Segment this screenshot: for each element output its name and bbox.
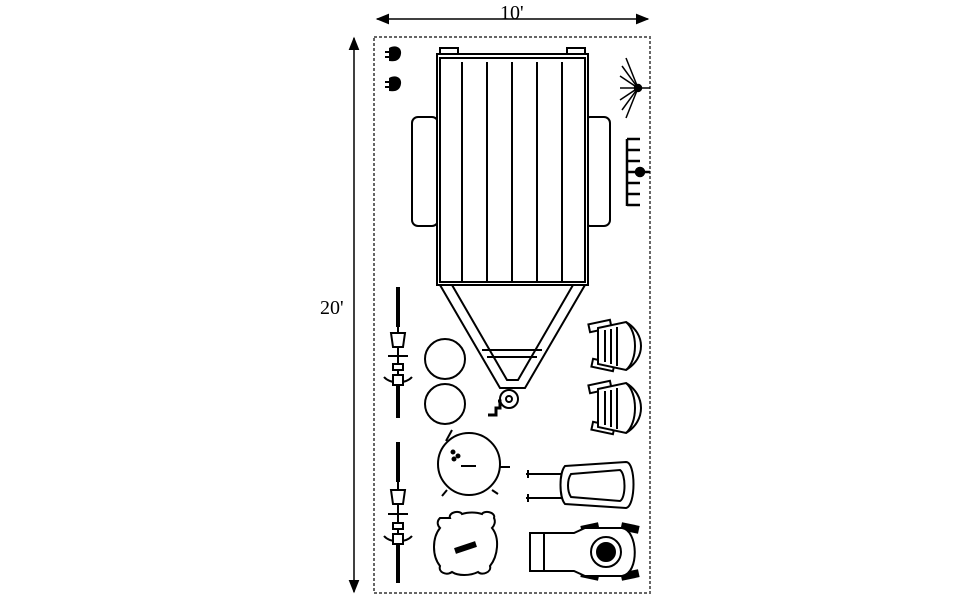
cart-icon xyxy=(526,460,635,510)
width-dimension-label: 10' xyxy=(500,2,524,24)
adirondack-chair-icon xyxy=(587,379,642,436)
wheelbarrow-icon xyxy=(385,76,402,92)
adirondack-chair-icon xyxy=(587,318,642,373)
height-dimension-label: 20' xyxy=(320,297,344,319)
grill-icon xyxy=(437,429,510,497)
smoker-icon xyxy=(433,510,498,576)
bicycle-icon xyxy=(383,287,413,418)
trailer-icon xyxy=(411,47,611,409)
mower-icon xyxy=(529,522,640,581)
plot-boundary xyxy=(373,36,651,594)
round-table-icon xyxy=(424,383,466,425)
garden-rake-icon xyxy=(625,137,650,207)
round-table-icon xyxy=(424,338,466,380)
jack-icon xyxy=(488,399,502,417)
wheelbarrow-icon xyxy=(385,46,402,62)
rake-icon xyxy=(619,57,650,119)
bicycle-icon xyxy=(383,442,413,583)
